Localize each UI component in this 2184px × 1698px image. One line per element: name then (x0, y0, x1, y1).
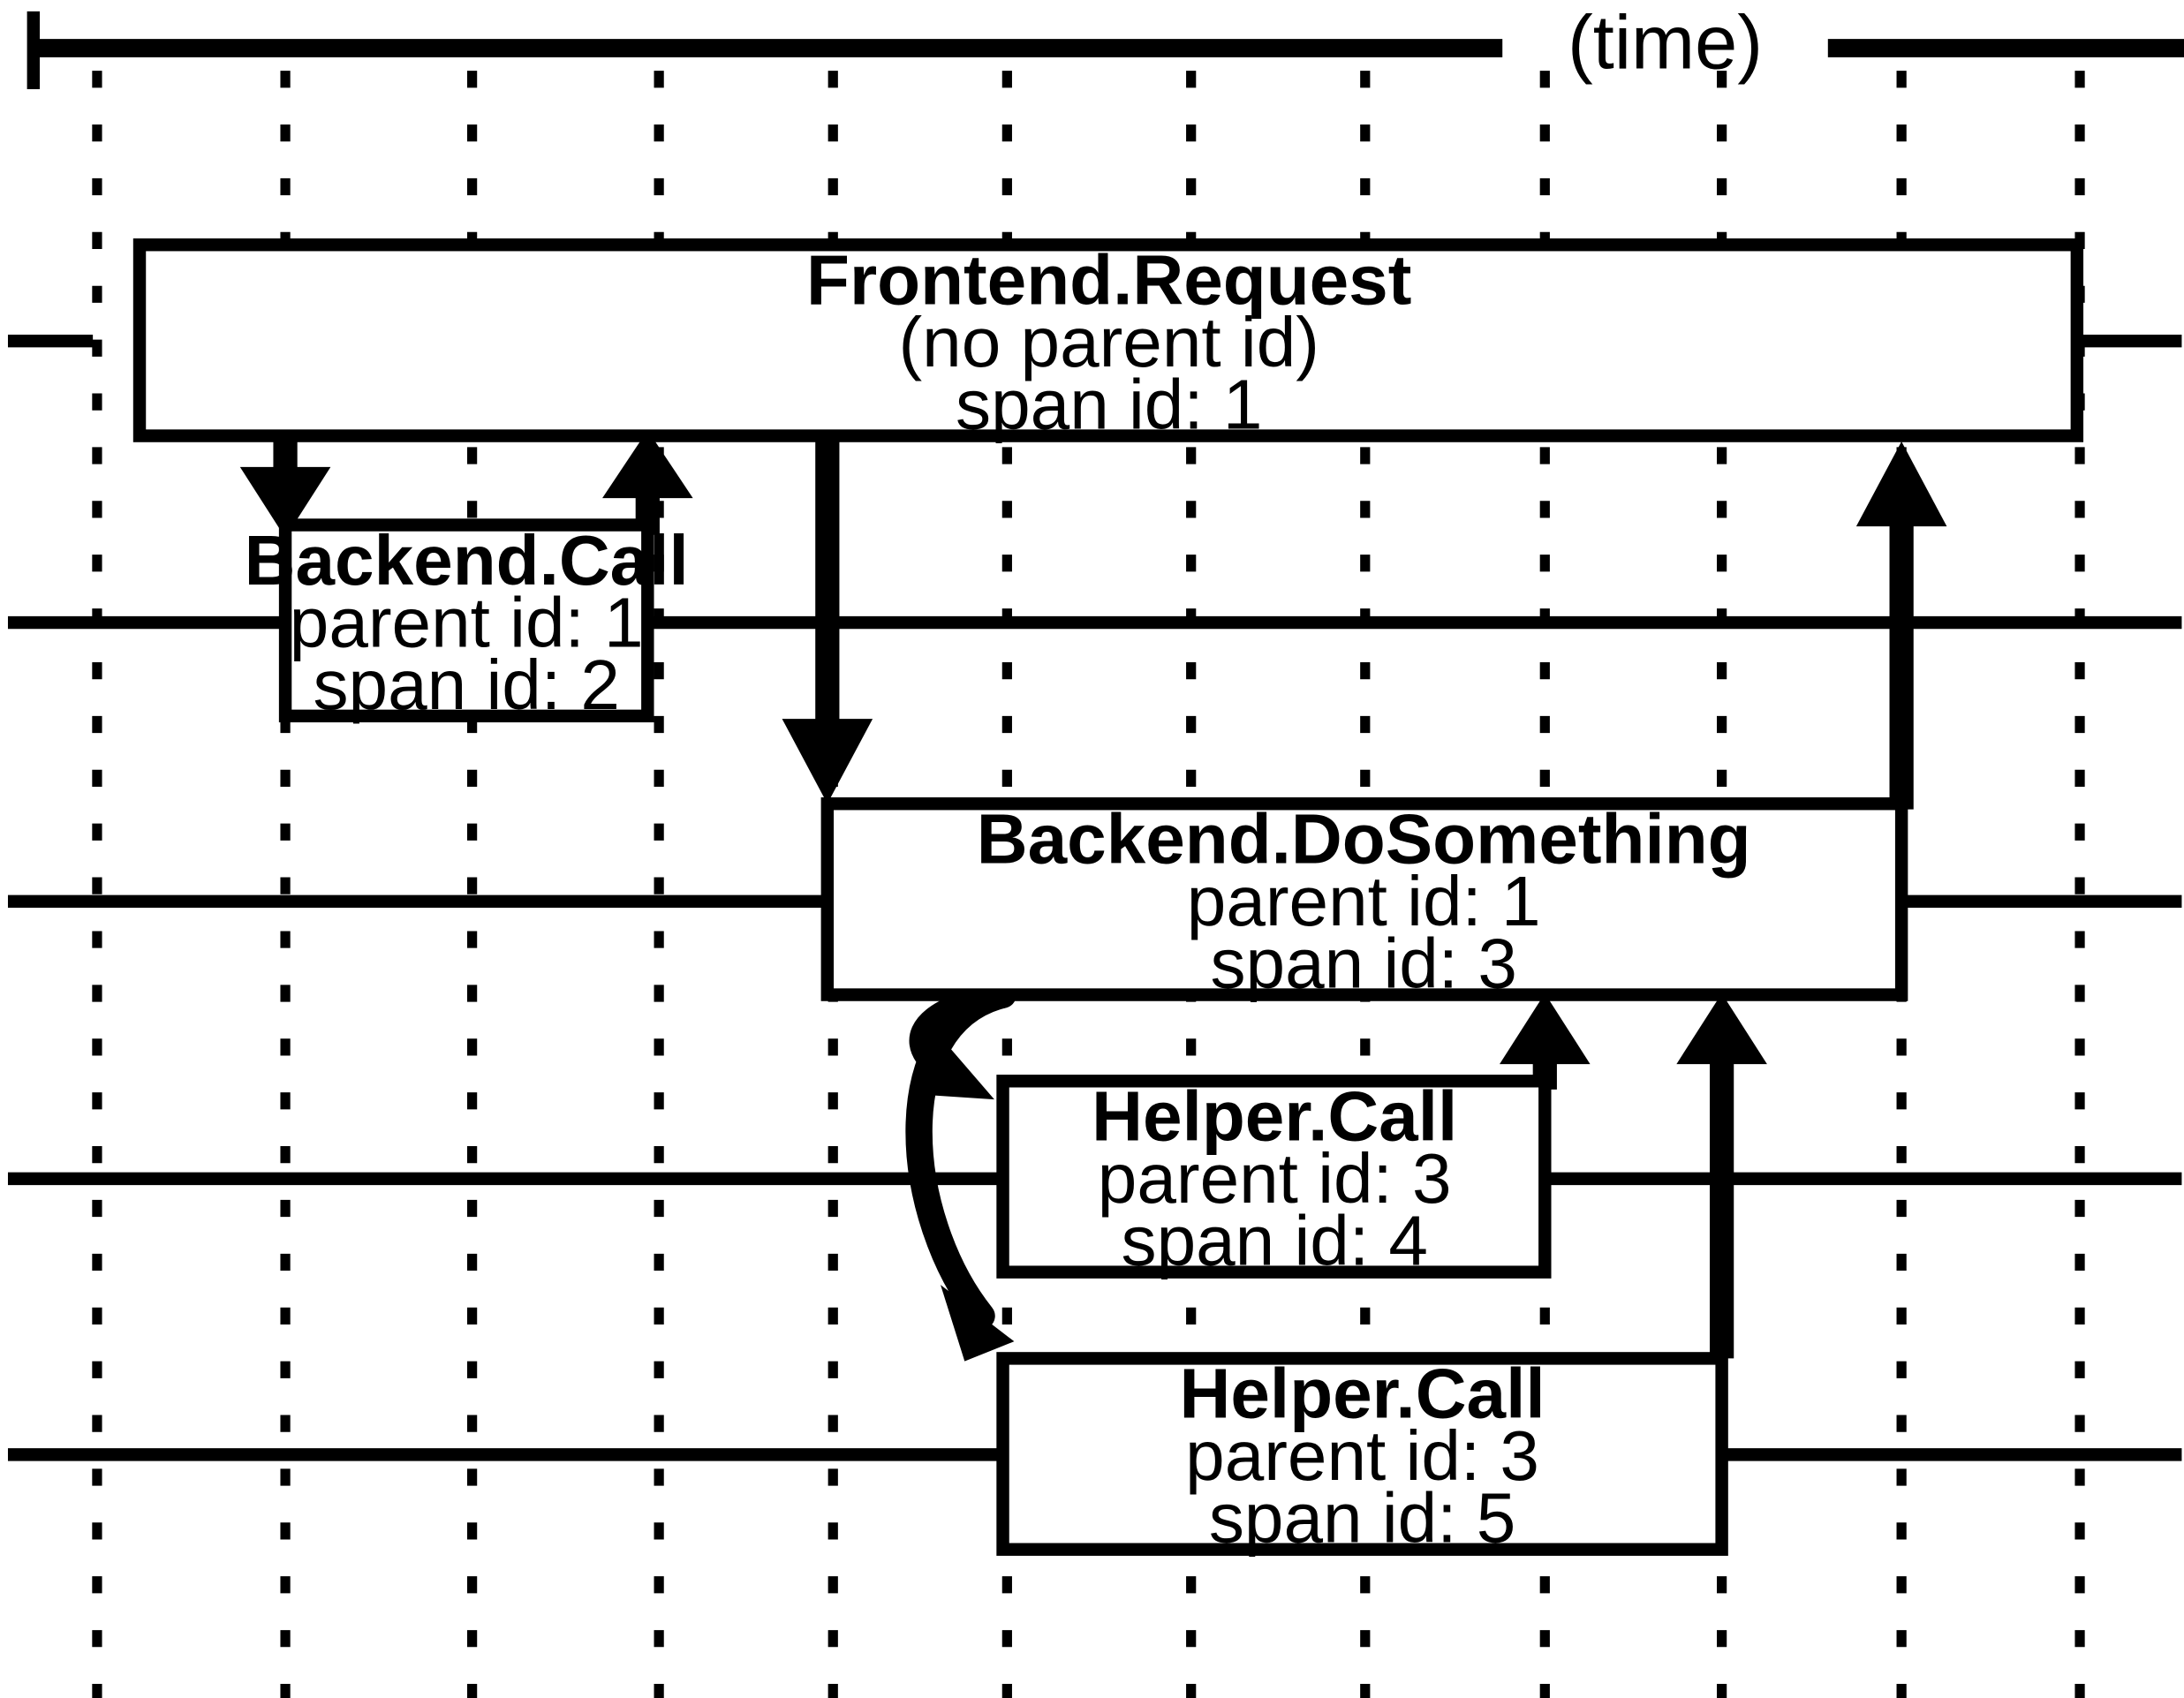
call-return-arrows (239, 424, 1947, 1362)
span-title-4: Helper.Call (1092, 1076, 1457, 1156)
arrow-call-3-to-5 (905, 981, 1016, 1330)
span-rect-2[interactable] (278, 518, 654, 723)
axis-label: (time) (1568, 0, 1763, 85)
span-box-helper-call-5[interactable]: Helper.Call parent id: 3 span id: 5 (996, 1352, 1728, 1558)
span-id-2: span id: 2 (313, 645, 619, 724)
span-parent-4: parent id: 3 (1098, 1138, 1452, 1218)
arrow-head-return-4-to-3-icon (1500, 992, 1591, 1065)
span-id-3: span id: 3 (1210, 924, 1516, 1003)
span-box-backend-call[interactable]: Backend.Call parent id: 1 span id: 2 (245, 518, 689, 724)
arrow-head-call-1-to-2-icon (239, 466, 331, 538)
span-title-3: Backend.DoSomething (977, 799, 1751, 879)
arrow-head-return-2-to-1-icon (602, 430, 693, 499)
span-parent-5: parent id: 3 (1185, 1415, 1539, 1495)
span-title-2: Backend.Call (245, 520, 689, 600)
span-parent-1: (no parent id) (898, 302, 1319, 381)
span-box-helper-call-4[interactable]: Helper.Call parent id: 3 span id: 4 (996, 1075, 1552, 1280)
span-rect-1[interactable] (132, 238, 2084, 442)
span-rect-5[interactable] (996, 1352, 1728, 1556)
span-parent-3: parent id: 1 (1187, 861, 1541, 940)
span-id-4: span id: 4 (1122, 1201, 1428, 1280)
time-axis: (time) (26, 0, 2184, 89)
arrow-head-call-1-to-3-icon (782, 719, 873, 804)
span-rect-3[interactable] (820, 797, 1908, 1001)
span-id-1: span id: 1 (956, 365, 1262, 444)
span-id-5: span id: 5 (1209, 1478, 1515, 1558)
arrow-head-return-5-to-3-icon (1676, 992, 1767, 1065)
span-title-1: Frontend.Request (806, 240, 1411, 320)
arrow-head-call-3-to-5-icon (941, 1285, 1015, 1362)
span-box-backend-dosomething[interactable]: Backend.DoSomething parent id: 1 span id… (820, 797, 1908, 1003)
span-title-5: Helper.Call (1180, 1354, 1545, 1433)
span-boxes: Frontend.Request (no parent id) span id:… (132, 238, 2084, 1558)
arrow-head-return-3-to-1-icon (1855, 441, 1947, 527)
span-rect-4[interactable] (996, 1075, 1552, 1279)
span-lifelines (7, 334, 2182, 1461)
span-parent-2: parent id: 1 (290, 582, 644, 661)
span-box-frontend-request[interactable]: Frontend.Request (no parent id) span id:… (132, 238, 2084, 444)
